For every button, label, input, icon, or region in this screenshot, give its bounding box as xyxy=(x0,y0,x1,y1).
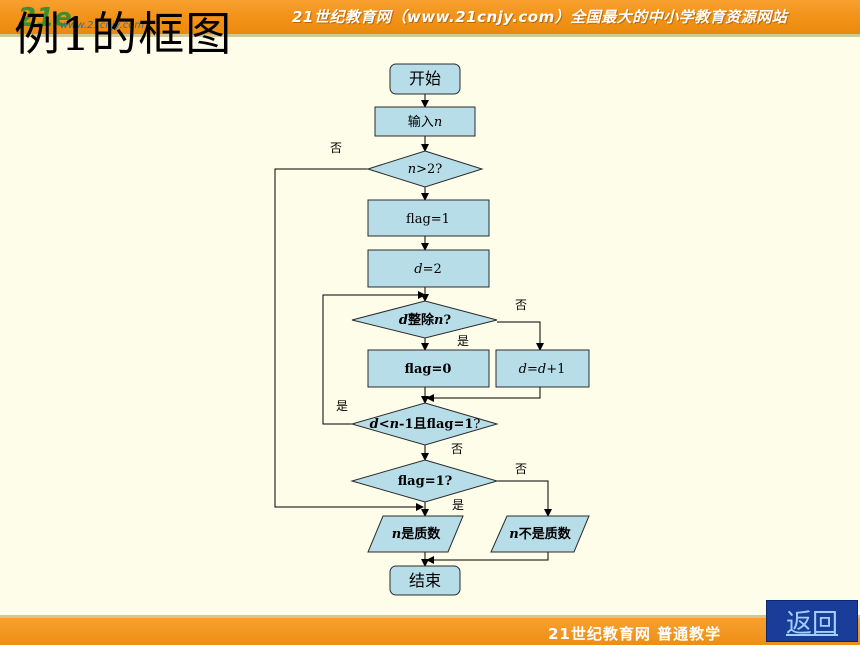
node-d-inc-text: d=d+1 xyxy=(519,362,566,377)
node-not-prime-text: n不是质数 xyxy=(509,526,571,542)
node-start-text: 开始 xyxy=(409,69,441,88)
label-yes-flag: 是 xyxy=(452,498,464,512)
bottom-divider xyxy=(0,615,860,618)
node-input-text: 输入n xyxy=(408,114,442,130)
node-check-n: n>2? xyxy=(366,150,484,188)
node-end-text: 结束 xyxy=(409,571,441,590)
footer-text: 21世纪教育网 普通教学 xyxy=(548,625,722,643)
node-end: 结束 xyxy=(389,565,461,596)
edge-flagcheck-notprime xyxy=(497,480,552,517)
top-divider xyxy=(0,34,860,37)
site-banner-text: 21世纪教育网（www.21cnjy.com）全国最大的中小学教育资源网站 xyxy=(292,8,788,26)
node-not-prime: n不是质数 xyxy=(490,515,590,553)
node-flag-check: flag=1? xyxy=(350,459,499,503)
edge-check-no xyxy=(274,168,424,511)
node-flag-zero-text: flag=0 xyxy=(405,362,452,377)
node-is-prime-text: n是质数 xyxy=(392,526,441,542)
edge-loop-back xyxy=(322,291,426,425)
node-flag-check-text: flag=1? xyxy=(398,474,453,489)
label-yes-divides: 是 xyxy=(457,334,469,348)
logo-mark: 21e xyxy=(18,3,72,33)
node-loop-cond: d<n-1且flag=1? xyxy=(350,402,499,446)
node-divides-text: d整除n? xyxy=(399,312,452,328)
edge-notprime-end xyxy=(426,552,549,564)
node-flag-init: flag=1 xyxy=(367,199,490,237)
node-flag-zero: flag=0 xyxy=(367,349,490,388)
edge-divides-dinc xyxy=(497,321,544,351)
label-no-check: 否 xyxy=(330,141,342,155)
page-title: 例1的框图 xyxy=(14,7,233,61)
top-banner-bar xyxy=(0,0,860,34)
node-loop-cond-text: d<n-1且flag=1? xyxy=(370,417,481,432)
back-button[interactable]: 返回 xyxy=(766,600,858,642)
label-no-loop: 否 xyxy=(451,442,463,456)
node-input: 输入n xyxy=(374,106,476,137)
node-d-init-text: d=2 xyxy=(414,262,442,277)
node-flag-init-text: flag=1 xyxy=(406,212,450,227)
site-logo: 21e www.21cnjy.com xyxy=(8,2,218,33)
node-is-prime: n是质数 xyxy=(367,515,464,553)
label-yes-loop: 是 xyxy=(336,399,348,413)
flow-edges xyxy=(274,94,552,567)
label-no-divides: 否 xyxy=(515,298,527,312)
bottom-banner-bar xyxy=(0,618,860,645)
node-check-n-text: n>2? xyxy=(408,162,443,177)
label-no-flag: 否 xyxy=(515,462,527,476)
logo-url-text: www.21cnjy.com xyxy=(60,20,145,31)
node-start: 开始 xyxy=(389,63,461,95)
node-d-init: d=2 xyxy=(367,249,490,288)
node-d-inc: d=d+1 xyxy=(495,349,590,388)
edge-dinc-merge xyxy=(426,387,541,402)
node-divides: d整除n? xyxy=(351,300,498,339)
